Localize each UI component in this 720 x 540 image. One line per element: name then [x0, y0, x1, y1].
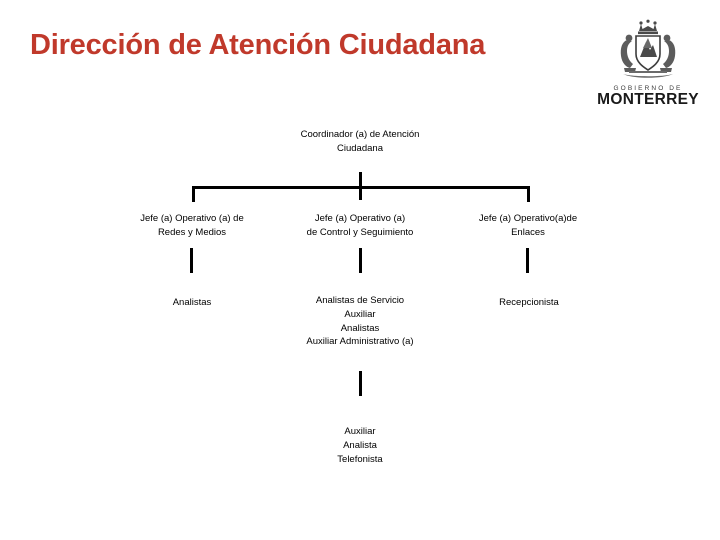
org-node-line: Jefe (a) Operativo (a) [314, 213, 406, 224]
org-node-line: Auxiliar [344, 426, 376, 437]
org-node-jefe-control: Jefe (a) Operativo (a) de Control y Segu… [280, 212, 440, 240]
page-title: Dirección de Atención Ciudadana [30, 29, 486, 61]
org-node-line: Analistas [172, 297, 212, 308]
org-node-analistas-redes: Analistas [132, 296, 252, 310]
org-node-line: Ciudadana [337, 142, 383, 154]
org-node-line: Redes y Medios [157, 226, 227, 238]
org-node-jefe-enlaces: Jefe (a) Operativo(a)de Enlaces [455, 212, 601, 240]
connector-vertical-recepcionista [526, 248, 529, 273]
connector-vertical-jefe-enlaces [527, 186, 530, 202]
org-node-line: Auxiliar Administrativo (a) [306, 336, 414, 348]
org-node-line: Auxiliar [344, 308, 376, 320]
org-node-line: Analistas de Servicio [315, 295, 405, 306]
org-node-line: Telefonista [337, 453, 383, 465]
connector-vertical-analistas-control [359, 248, 362, 273]
connector-vertical-jefe-redes [192, 186, 195, 202]
org-node-line: Jefe (a) Operativo (a) de [140, 213, 244, 224]
logo-wordmark-text: MONTERREY [597, 91, 699, 108]
connector-vertical-telefonista [359, 371, 362, 396]
org-node-analistas-control: Analistas de Servicio Auxiliar Analistas… [281, 294, 439, 349]
org-node-line: de Control y Seguimiento [306, 226, 414, 238]
connector-horizontal-level1 [192, 186, 530, 189]
org-node-line: Analista [343, 439, 377, 451]
org-node-line: Jefe (a) Operativo(a)de [478, 213, 578, 224]
connector-vertical-analistas-redes [190, 248, 193, 273]
coat-of-arms-icon [605, 18, 691, 84]
org-node-recepcionista: Recepcionista [470, 296, 588, 310]
org-node-telefonista: Auxiliar Analista Telefonista [300, 425, 420, 466]
org-node-line: Coordinador (a) de Atención [300, 129, 420, 140]
org-node-coordinador: Coordinador (a) de Atención Ciudadana [265, 128, 455, 156]
monterrey-logo: GOBIERNO DE MONTERREY [597, 18, 699, 112]
org-node-line: Enlaces [511, 226, 545, 238]
logo-kicker-text: GOBIERNO DE [613, 85, 683, 92]
org-node-line: Recepcionista [499, 297, 559, 308]
org-node-line: Analistas [340, 322, 380, 334]
org-node-jefe-redes: Jefe (a) Operativo (a) de Redes y Medios [112, 212, 272, 240]
